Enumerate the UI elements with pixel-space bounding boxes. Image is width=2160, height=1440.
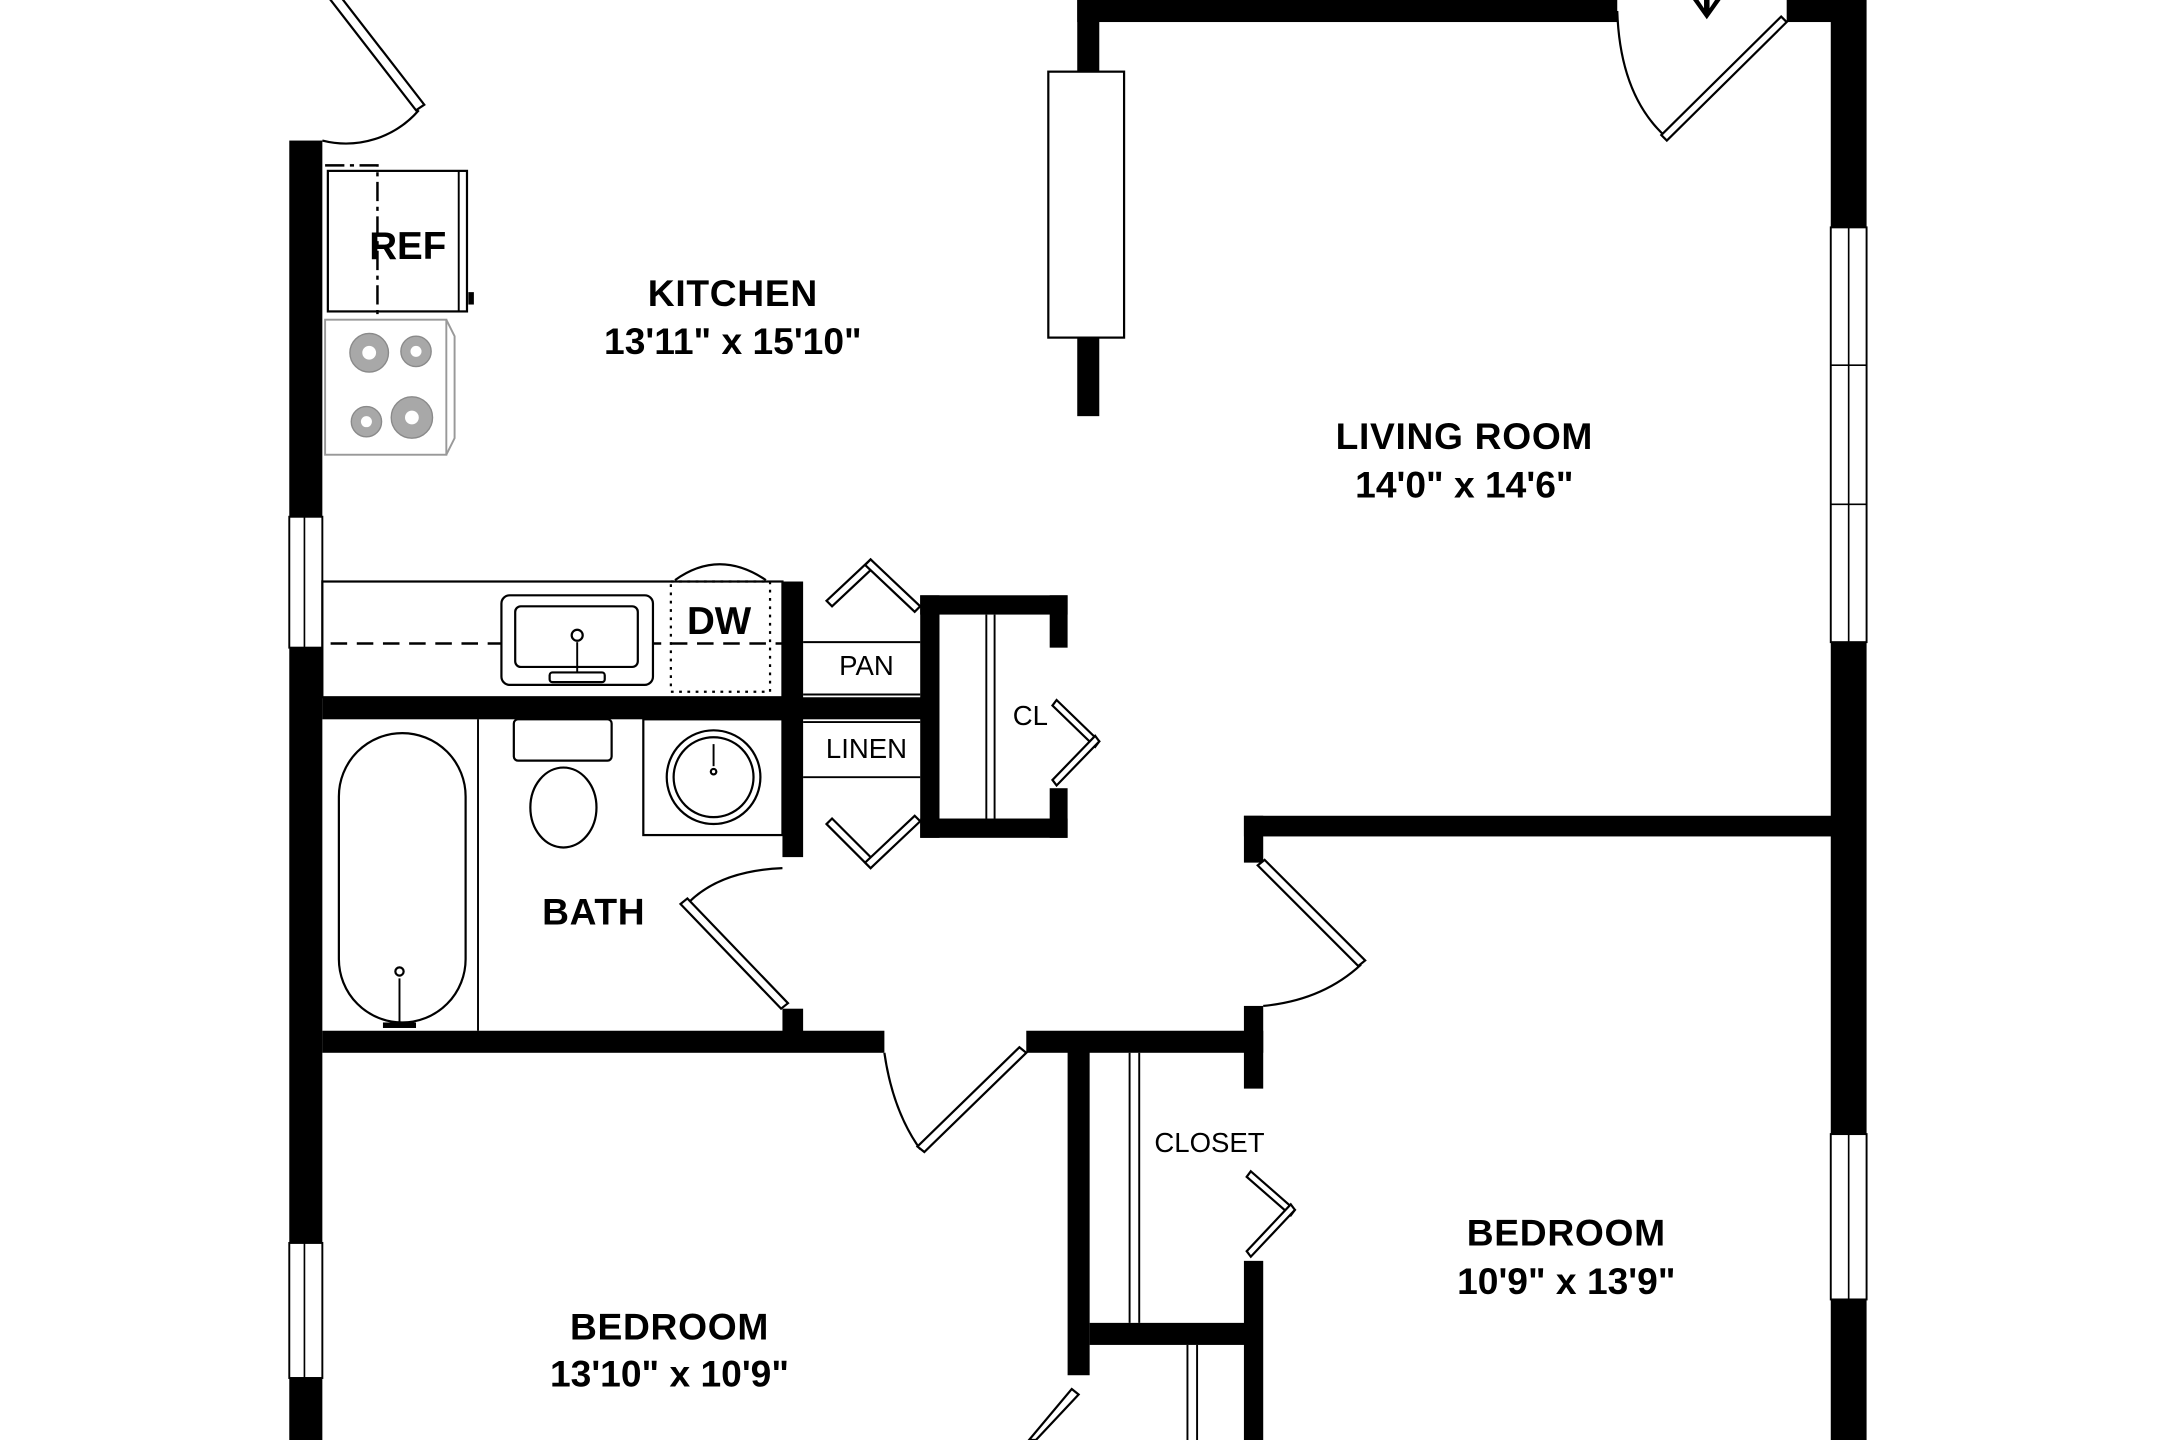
- windows: [288, 70, 1868, 1379]
- chimney-column: [1047, 70, 1126, 339]
- window-kitchen-left: [288, 515, 324, 649]
- room-name-bath: BATH: [542, 891, 645, 933]
- door-kitchen-entry: [322, 0, 426, 145]
- room-name-kitchen: KITCHEN: [648, 272, 818, 314]
- door-bath: [678, 867, 790, 1011]
- door-bedroom-right: [1256, 858, 1367, 1008]
- door-living-entry: [1616, 0, 1789, 143]
- fixture-label-linen: LINEN: [826, 733, 907, 764]
- room-dim-living-room: 14'0" x 14'6": [1355, 463, 1573, 505]
- fixture-label-cl: CL: [1013, 700, 1048, 731]
- door-bedroom-left: [883, 1045, 1028, 1154]
- window-living-right: [1829, 226, 1868, 644]
- closet-rods: [985, 614, 1199, 1440]
- room-dim-kitchen: 13'11" x 15'10": [604, 320, 862, 362]
- door-closet: [1245, 1169, 1297, 1259]
- fixture-label-pan: PAN: [839, 650, 894, 681]
- bath-fixtures: [337, 718, 784, 1031]
- fixture-label-ref: REF: [369, 225, 446, 268]
- doors: [322, 0, 1789, 1440]
- stove-icon: [324, 318, 456, 456]
- room-dim-bedroom-left: 13'10" x 10'9": [550, 1352, 789, 1394]
- room-name-bedroom-right: BEDROOM: [1467, 1212, 1666, 1254]
- room-name-living-room: LIVING ROOM: [1336, 415, 1594, 457]
- toilet-icon: [512, 718, 613, 849]
- door-linen: [824, 814, 922, 870]
- kitchen-fixtures: [321, 164, 921, 779]
- refrigerator: [325, 164, 474, 455]
- door-closet-bottom: [1027, 1387, 1081, 1440]
- fixture-label-dw: DW: [687, 600, 752, 643]
- window-bedroom-left: [288, 1241, 324, 1379]
- bathroom-sink-icon: [642, 718, 784, 837]
- kitchen-sink-icon: [500, 594, 655, 686]
- entry-arrow-icon: [1693, 0, 1721, 20]
- room-name-bedroom-left: BEDROOM: [570, 1305, 769, 1347]
- labels: KITCHEN 13'11" x 15'10" LIVING ROOM 14'0…: [369, 225, 1675, 1394]
- door-pantry: [824, 557, 922, 614]
- walls: [289, 0, 1867, 1440]
- door-cl: [1050, 698, 1101, 788]
- bathtub-icon: [337, 719, 479, 1031]
- window-bedroom-right: [1829, 1133, 1868, 1301]
- fixture-label-closet: CLOSET: [1154, 1127, 1264, 1158]
- dishwasher: [669, 563, 772, 693]
- room-dim-bedroom-right: 10'9" x 13'9": [1457, 1260, 1675, 1302]
